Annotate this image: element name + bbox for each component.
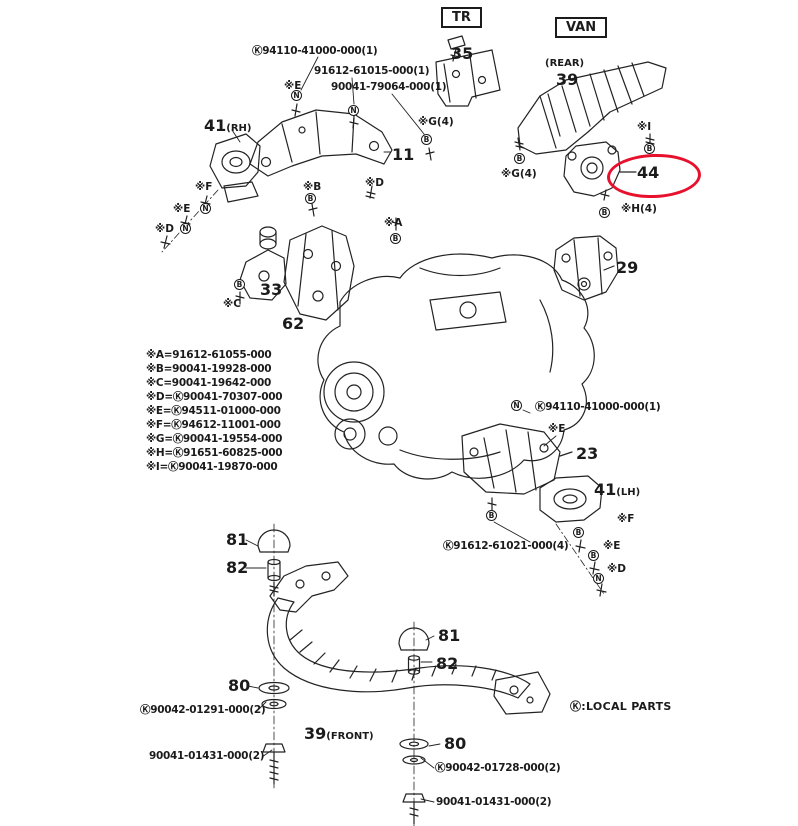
callout-11: 11 bbox=[392, 145, 415, 164]
callout-39-rear: 39 bbox=[556, 70, 579, 89]
callout-number: 39 bbox=[304, 724, 327, 743]
circled-letter-marker: B bbox=[514, 153, 525, 164]
circled-letter-marker: N bbox=[180, 223, 191, 234]
ref-g4-mid: ※G(4) bbox=[501, 168, 537, 180]
rear-crossmember-39 bbox=[517, 61, 667, 155]
ref-e-left: ※E bbox=[173, 203, 191, 215]
circled-letter-marker: N bbox=[200, 203, 211, 214]
circled-letter-marker: B bbox=[588, 550, 599, 561]
callout-tag: (FRONT) bbox=[326, 731, 374, 742]
part-number-91612-61021: Ⓚ91612-61021-000(4) bbox=[443, 540, 569, 552]
ref-g4-top: ※G(4) bbox=[418, 116, 454, 128]
callout-number: 41 bbox=[204, 116, 227, 135]
circled-letter-marker: N bbox=[511, 400, 522, 411]
callout-tag: (RH) bbox=[226, 123, 252, 134]
bracket-29 bbox=[553, 235, 619, 301]
section-box-tr: TR bbox=[441, 7, 482, 28]
front-crossmember-39 bbox=[266, 561, 551, 715]
bolt-chain-right bbox=[555, 523, 607, 597]
circled-letter-marker: B bbox=[573, 527, 584, 538]
legend-row: ※F=Ⓚ94612-11001-000 bbox=[146, 419, 281, 431]
ref-d-top: ※D bbox=[365, 177, 384, 189]
circled-letter-marker: N bbox=[593, 573, 604, 584]
callout-80-left: 80 bbox=[228, 676, 251, 695]
ref-e-right-upper: ※E bbox=[548, 423, 566, 435]
callout-82-left: 82 bbox=[226, 558, 249, 577]
small-bolts-top-right bbox=[514, 133, 655, 201]
legend-row: ※H=Ⓚ91651-60825-000 bbox=[146, 447, 283, 459]
callout-23: 23 bbox=[576, 444, 599, 463]
ref-c-mid: ※C bbox=[223, 298, 241, 310]
part-number-94110-top: Ⓚ94110-41000-000(1) bbox=[252, 45, 378, 57]
section-box-van: VAN bbox=[555, 17, 608, 38]
mount-41-rh bbox=[209, 133, 261, 203]
engine-bracket-11 bbox=[249, 109, 393, 177]
circled-letter-marker: B bbox=[234, 279, 245, 290]
part-number-90042-01728: Ⓚ90042-01728-000(2) bbox=[435, 762, 561, 774]
legend-row: ※C=90041-19642-000 bbox=[146, 377, 272, 389]
ref-h4-right: ※H(4) bbox=[621, 203, 657, 215]
bolt-chain-left bbox=[160, 189, 219, 253]
ref-b-mid: ※B bbox=[303, 181, 322, 193]
callout-29: 29 bbox=[616, 258, 639, 277]
part-number-94110-right: Ⓚ94110-41000-000(1) bbox=[535, 401, 661, 413]
circled-letter-marker: N bbox=[348, 105, 359, 116]
callout-tag: (LH) bbox=[616, 487, 641, 498]
engine-outline bbox=[317, 253, 595, 480]
callout-82-mid: 82 bbox=[436, 654, 459, 673]
callout-41-lh: 41(LH) bbox=[594, 480, 640, 499]
callout-41-rh: 41(RH) bbox=[204, 116, 251, 135]
circled-letter-marker: B bbox=[390, 233, 401, 244]
circled-letter-marker: B bbox=[305, 193, 316, 204]
legend-row: ※B=90041-19928-000 bbox=[146, 363, 272, 375]
part-number-90042-01291: Ⓚ90042-01291-000(2) bbox=[140, 704, 266, 716]
leader-lines bbox=[231, 56, 557, 803]
bracket-23 bbox=[461, 423, 573, 511]
part-number-90041-01431-bottom: 90041-01431-000(2) bbox=[436, 796, 552, 808]
ref-i-right: ※I bbox=[637, 121, 652, 133]
callout-number: 41 bbox=[594, 480, 617, 499]
callout-33: 33 bbox=[260, 280, 283, 299]
ref-a-mid: ※A bbox=[384, 217, 403, 229]
legend-row: ※I=Ⓚ90041-19870-000 bbox=[146, 461, 278, 473]
mount-hardware-left bbox=[257, 523, 291, 791]
ref-f-right: ※F bbox=[617, 513, 635, 525]
callout-39-rear-tag: (REAR) bbox=[545, 58, 585, 69]
mount-44 bbox=[563, 141, 637, 197]
circled-letter-marker: B bbox=[644, 143, 655, 154]
legend-row: ※E=Ⓚ94511-01000-000 bbox=[146, 405, 281, 417]
circled-letter-marker: B bbox=[486, 510, 497, 521]
local-parts-note: Ⓚ:LOCAL PARTS bbox=[570, 700, 672, 713]
ref-d-left: ※D bbox=[155, 223, 174, 235]
callout-81-mid: 81 bbox=[438, 626, 461, 645]
callout-35: 35 bbox=[451, 44, 474, 63]
ref-f-left: ※F bbox=[195, 181, 213, 193]
mount-hardware-center bbox=[398, 621, 430, 826]
circled-letter-marker: N bbox=[291, 90, 302, 101]
part-number-91612-61015: 91612-61015-000(1) bbox=[314, 65, 430, 77]
bracket-62 bbox=[283, 225, 355, 321]
part-number-90041-01431-left: 90041-01431-000(2) bbox=[149, 750, 265, 762]
part-number-90041-79064: 90041-79064-000(1) bbox=[331, 81, 447, 93]
circled-letter-marker: B bbox=[421, 134, 432, 145]
ref-e-top: ※E bbox=[284, 80, 302, 92]
mid-bolts bbox=[235, 203, 401, 305]
ref-e-right-lower: ※E bbox=[603, 540, 621, 552]
legend-row: ※G=Ⓚ90041-19554-000 bbox=[146, 433, 283, 445]
callout-62: 62 bbox=[282, 314, 305, 333]
mount-41-lh bbox=[539, 475, 603, 523]
bracket-35 bbox=[435, 35, 501, 107]
callout-39-front: 39(FRONT) bbox=[304, 724, 374, 743]
callout-80-mid: 80 bbox=[444, 734, 467, 753]
callout-44: 44 bbox=[637, 163, 660, 182]
arm-studs bbox=[291, 103, 435, 199]
ref-d-right: ※D bbox=[607, 563, 626, 575]
circled-letter-marker: B bbox=[599, 207, 610, 218]
legend-row: ※A=91612-61055-000 bbox=[146, 349, 272, 361]
legend-row: ※D=Ⓚ90041-70307-000 bbox=[146, 391, 283, 403]
legend-block: ※A=91612-61055-000 ※B=90041-19928-000 ※C… bbox=[146, 348, 283, 474]
callout-81-left: 81 bbox=[226, 530, 249, 549]
